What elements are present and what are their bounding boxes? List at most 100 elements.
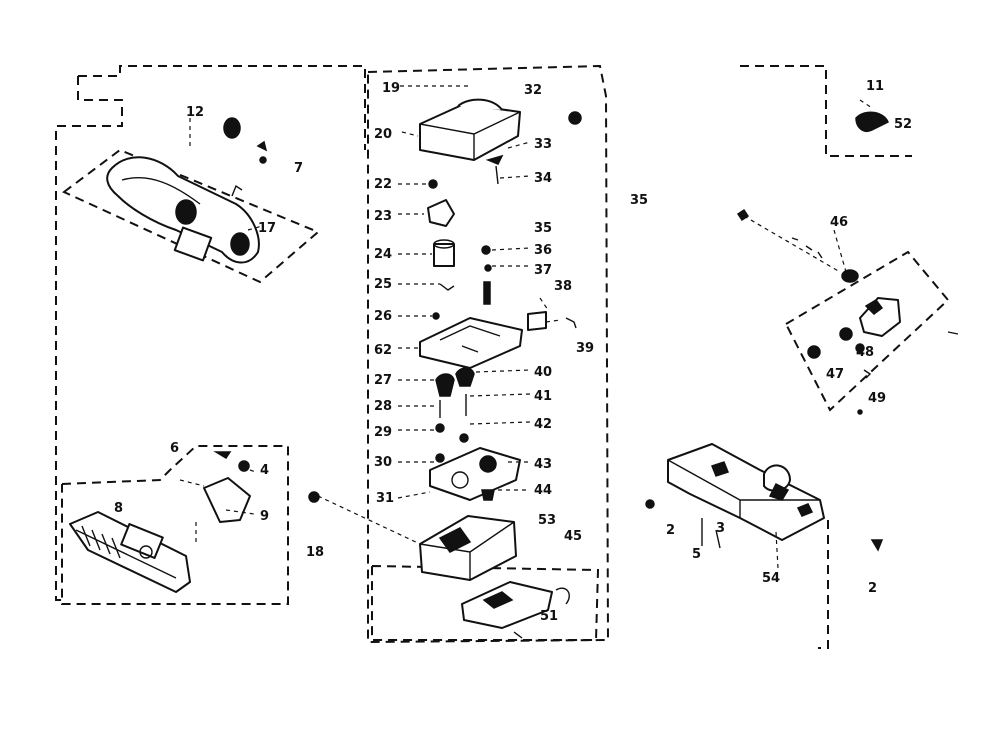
latch-8 (120, 523, 164, 559)
base-tray-8 (69, 511, 191, 593)
knob-27 (435, 373, 455, 397)
callout-48: 48 (856, 345, 874, 360)
callout-31: 31 (376, 491, 394, 506)
pin-26 (432, 312, 440, 320)
callout-52: 52 (894, 117, 912, 132)
callout-23: 23 (374, 209, 392, 224)
callout-9: 9 (260, 509, 269, 524)
callout-3: 3 (716, 521, 725, 536)
bracket-23 (427, 199, 455, 227)
clip-44 (481, 489, 495, 501)
callout-37: 37 (534, 263, 552, 278)
callout-2a: 2 (666, 523, 675, 538)
knob-12 (223, 117, 241, 139)
callout-17: 17 (258, 221, 276, 236)
callout-45: 45 (564, 529, 582, 544)
callout-32: 32 (524, 83, 542, 98)
callout-49: 49 (868, 391, 886, 406)
screw-22 (428, 179, 438, 189)
callout-4: 4 (260, 463, 269, 478)
callout-42: 42 (534, 417, 552, 432)
callout-26: 26 (374, 309, 392, 324)
spring-17 (231, 184, 243, 197)
washer-7 (259, 156, 267, 164)
callout-53: 53 (538, 513, 556, 528)
cover-20 (419, 103, 521, 161)
plate-62 (419, 317, 523, 369)
assembly-54 (645, 443, 884, 552)
callout-7: 7 (294, 161, 303, 176)
leader-lines (179, 85, 873, 569)
callout-12: 12 (186, 105, 204, 120)
callout-54: 54 (762, 571, 780, 586)
callout-8: 8 (114, 501, 123, 516)
gear-47 (807, 345, 821, 359)
left-frame (78, 65, 366, 150)
clip-33 (485, 154, 504, 165)
callout-34: 34 (534, 171, 552, 186)
screw-36 (481, 245, 491, 255)
group-boundaries (55, 64, 950, 649)
callout-labels: 12 7 17 19 32 20 33 22 34 23 35 24 36 25… (114, 79, 912, 624)
shaft-37 (483, 281, 491, 305)
spring-25 (439, 283, 455, 291)
callout-19: 19 (382, 81, 400, 96)
callout-40: 40 (534, 365, 552, 380)
washer-37 (484, 264, 492, 272)
spring-39 (565, 317, 577, 329)
callout-46: 46 (830, 215, 848, 230)
screw-2a (645, 499, 655, 509)
callout-29: 29 (374, 425, 392, 440)
callout-44: 44 (534, 483, 552, 498)
callout-33: 33 (534, 137, 552, 152)
assembly-46 (736, 111, 959, 415)
callout-36: 36 (534, 243, 552, 258)
callout-28: 28 (374, 399, 392, 414)
callout-51: 51 (540, 609, 558, 624)
callout-47: 47 (826, 367, 844, 382)
tray-51 (461, 581, 553, 629)
group-45-box (371, 565, 600, 641)
callout-35b: 35 (630, 193, 648, 208)
callout-43: 43 (534, 457, 552, 472)
screw-4 (213, 451, 232, 460)
gear-plate-43 (429, 447, 521, 501)
cylinder-24 (433, 243, 455, 267)
callout-27: 27 (374, 373, 392, 388)
callout-20: 20 (374, 127, 392, 142)
nut-32 (568, 111, 582, 125)
knob-11 (855, 111, 889, 132)
group-46-box (784, 250, 950, 412)
roller-46 (841, 269, 859, 283)
assembly-6 (69, 451, 320, 593)
screw-7 (256, 140, 268, 152)
gear-12 (175, 199, 197, 225)
callout-38: 38 (554, 279, 572, 294)
pin-18 (308, 491, 320, 503)
callout-6: 6 (170, 441, 179, 456)
callout-30: 30 (374, 455, 392, 470)
housing-31 (419, 515, 517, 581)
callout-62: 62 (374, 343, 392, 358)
group-6-box (61, 445, 289, 605)
callout-24: 24 (374, 247, 392, 262)
callout-2b: 2 (868, 581, 877, 596)
callout-11: 11 (866, 79, 884, 94)
bracket-12 (173, 226, 213, 262)
frame-54 (667, 443, 825, 541)
assembly-12 (106, 117, 268, 264)
callout-41: 41 (534, 389, 552, 404)
roller-12 (230, 232, 250, 256)
washer-42 (459, 433, 469, 443)
pin-3 (715, 529, 721, 549)
center-stack (419, 98, 582, 639)
left-frame-side (55, 76, 123, 601)
callout-25: 25 (374, 277, 392, 292)
block-38 (527, 311, 547, 331)
right-frame (740, 65, 912, 157)
pin-34 (495, 165, 499, 185)
callout-35a: 35 (534, 221, 552, 236)
callout-5: 5 (692, 547, 701, 562)
